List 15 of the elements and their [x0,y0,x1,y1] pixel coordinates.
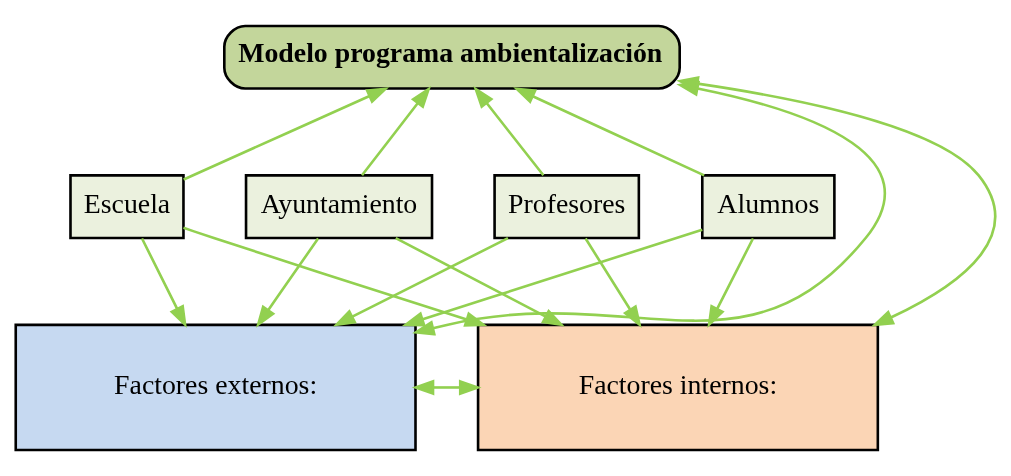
arrow [255,237,320,328]
arrow [411,379,482,396]
arrow [361,86,431,177]
node-box: Modelo programa ambientalización [223,24,681,90]
node-box: Factores internos: [476,323,880,452]
arrow [473,86,545,177]
arrow [140,237,187,329]
node-box: Profesores [493,174,641,240]
arrow [707,237,755,329]
arrow [183,87,390,181]
node-box: Ayuntamiento [244,174,434,240]
node-box: Factores externos: [14,323,417,452]
node-box: Alumnos [701,174,836,240]
node-box: Escuela [69,174,185,240]
arrow [513,87,705,177]
